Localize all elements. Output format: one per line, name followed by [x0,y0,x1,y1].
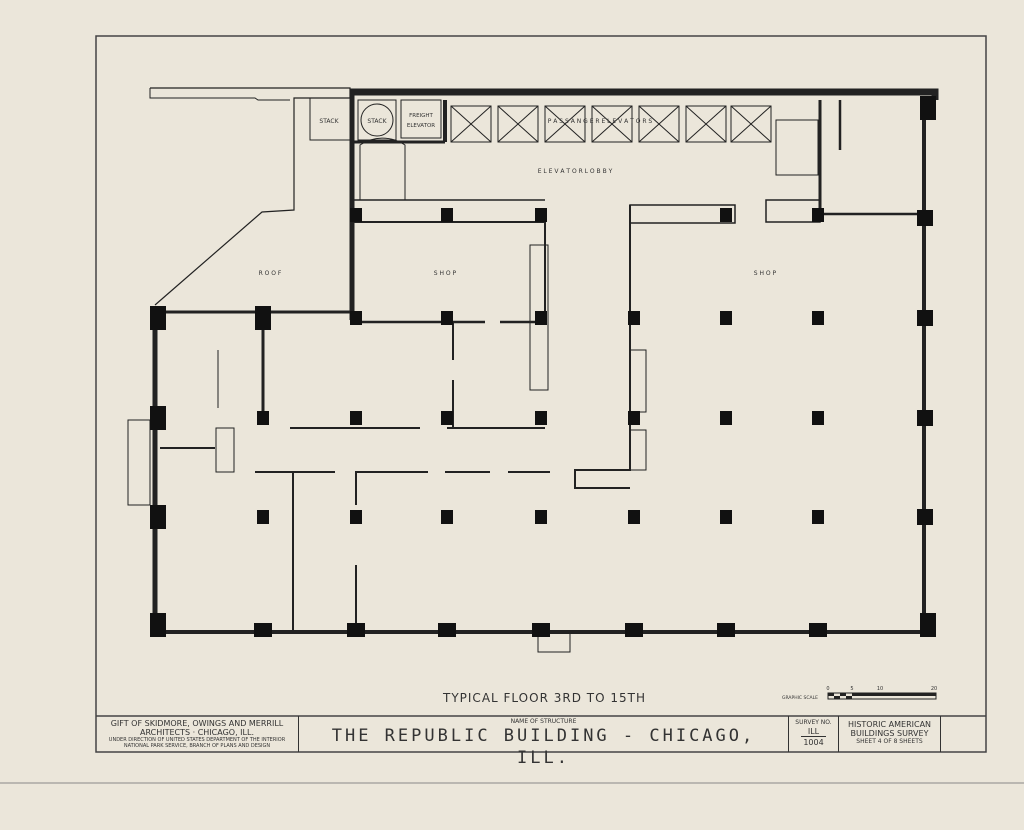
column [438,623,456,637]
elevator-car [685,105,727,143]
column [809,623,827,637]
habs-line: BUILDINGS SURVEY [850,729,929,738]
column [350,510,362,524]
column [812,411,824,425]
column [441,411,453,425]
column [532,623,550,637]
elevator-car [544,105,586,143]
column [535,311,547,325]
column [150,306,166,330]
column [720,411,732,425]
stack-2 [357,99,397,141]
room-label-freight-elevator: FREIGHT [409,113,433,119]
column [920,613,936,637]
structure-name: THE REPUBLIC BUILDING - CHICAGO, ILL. [331,726,756,768]
structural-columns [150,96,936,637]
column [628,311,640,325]
column [441,208,453,222]
graphic-scale: GRAPHIC SCALE 0 5 10 20 [782,686,937,701]
elevator-car [450,105,492,143]
east-stair [775,119,819,176]
room-label-freight-elevator: ELEVATOR [407,123,435,129]
column [535,208,547,222]
column [812,311,824,325]
column [254,623,272,637]
room-label-passenger-elevators: P A S S A N G E R E L E V A T O R S [548,118,653,125]
freight-elevator [400,99,442,139]
direction-line: NATIONAL PARK SERVICE, BRANCH OF PLANS A… [123,743,271,749]
north-wall [350,88,939,100]
passenger-elevators [450,105,772,143]
column [628,411,640,425]
gift-line: ARCHITECTS · CHICAGO, ILL. [140,728,254,737]
column [720,208,732,222]
room-label-stack: STACK [319,118,339,125]
stack-1 [309,97,351,141]
west-stair [127,419,151,506]
column [350,411,362,425]
survey-state: ILL [801,727,826,737]
scale-tick: 5 [850,686,853,692]
column [628,510,640,524]
column [350,208,362,222]
column [347,623,365,637]
direction-line: UNDER DIRECTION OF UNITED STATES DEPARTM… [108,737,286,743]
survey-number: 1004 [803,738,824,747]
column [720,510,732,524]
elevator-car [497,105,539,143]
scale-tick: 0 [826,686,829,692]
column [917,310,933,326]
title-block-library [940,716,986,752]
column [150,406,166,430]
column [917,509,933,525]
column [150,613,166,637]
room-label-roof: R O O F [259,270,282,277]
gift-line: GIFT OF SKIDMORE, OWINGS AND MERRILL [110,719,284,728]
column [257,510,269,524]
survey-caption: SURVEY NO. [795,719,832,726]
column [917,210,933,226]
name-caption: NAME OF STRUCTURE [510,718,577,725]
column [812,208,824,222]
column [150,505,166,529]
spiral-stair [359,137,406,201]
column [255,306,271,330]
column [812,510,824,524]
graphic-scale-label: GRAPHIC SCALE [782,695,818,701]
sheet-info: SHEET 4 OF 8 SHEETS [856,738,923,745]
elevator-car [730,105,772,143]
column [257,411,269,425]
title-block-structure: NAME OF STRUCTURE THE REPUBLIC BUILDING … [298,716,788,768]
room-label-elevator-lobby: E L E V A T O R L O B B Y [538,168,613,175]
column [625,623,643,637]
floor-plan [127,87,939,653]
scale-tick: 10 [877,686,883,692]
column [535,510,547,524]
column [441,510,453,524]
elevator-car [638,105,680,143]
column [917,410,933,426]
habs-line: HISTORIC AMERICAN [847,720,932,729]
elevator-car [591,105,633,143]
room-label-shop: S H O P [754,270,777,277]
sheet-border [95,35,987,753]
scale-tick: 20 [931,686,937,692]
room-label-stack: STACK [367,118,387,125]
title-block-survey: SURVEY NO. ILL 1004 [788,716,838,752]
column [717,623,735,637]
drawing-title: TYPICAL FLOOR 3RD TO 15TH [442,691,646,705]
title-block-credits: GIFT OF SKIDMORE, OWINGS AND MERRILL ARC… [96,716,298,752]
column [720,311,732,325]
column [920,96,936,120]
room-label-shop: S H O P [434,270,457,277]
title-block-habs: HISTORIC AMERICAN BUILDINGS SURVEY SHEET… [838,716,940,752]
column [535,411,547,425]
column [350,311,362,325]
column [441,311,453,325]
